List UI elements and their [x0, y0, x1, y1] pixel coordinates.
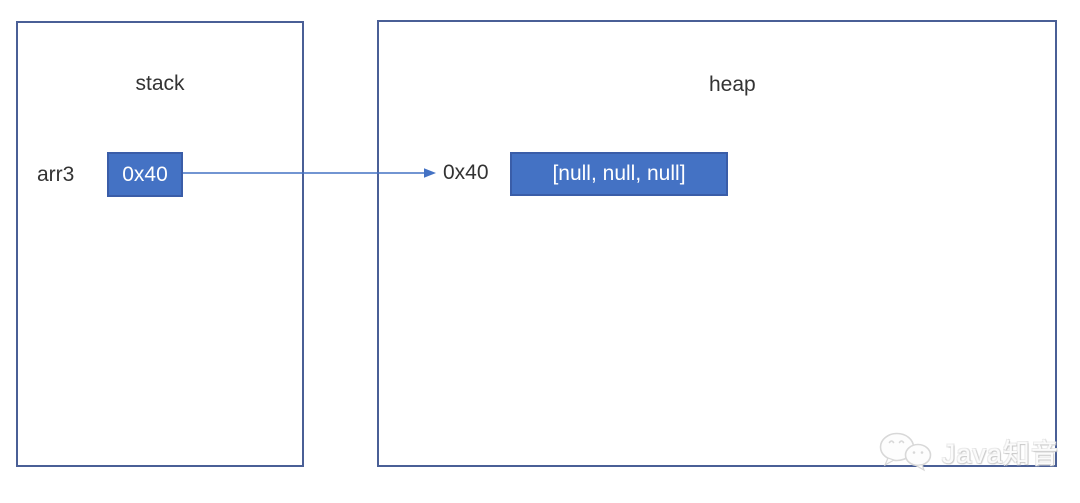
array-cell-value: [null, null, null] [552, 162, 686, 185]
watermark: Java知音 [876, 430, 1059, 472]
heap-address-label: 0x40 [443, 161, 489, 184]
watermark-text: Java知音 [942, 438, 1060, 469]
wechat-icon [879, 432, 932, 472]
heap-panel: heap 0x40 [null, null, null] [377, 20, 1057, 467]
reference-arrow-icon [183, 168, 436, 178]
heap-panel-title: heap [709, 73, 756, 96]
stack-panel-title: stack [135, 72, 185, 95]
variable-label: arr3 [37, 163, 75, 186]
stack-panel: stack arr3 0x40 [16, 21, 304, 467]
array-cell: [null, null, null] [510, 152, 728, 196]
pointer-cell-value: 0x40 [122, 162, 168, 186]
pointer-cell: 0x40 [107, 152, 183, 197]
